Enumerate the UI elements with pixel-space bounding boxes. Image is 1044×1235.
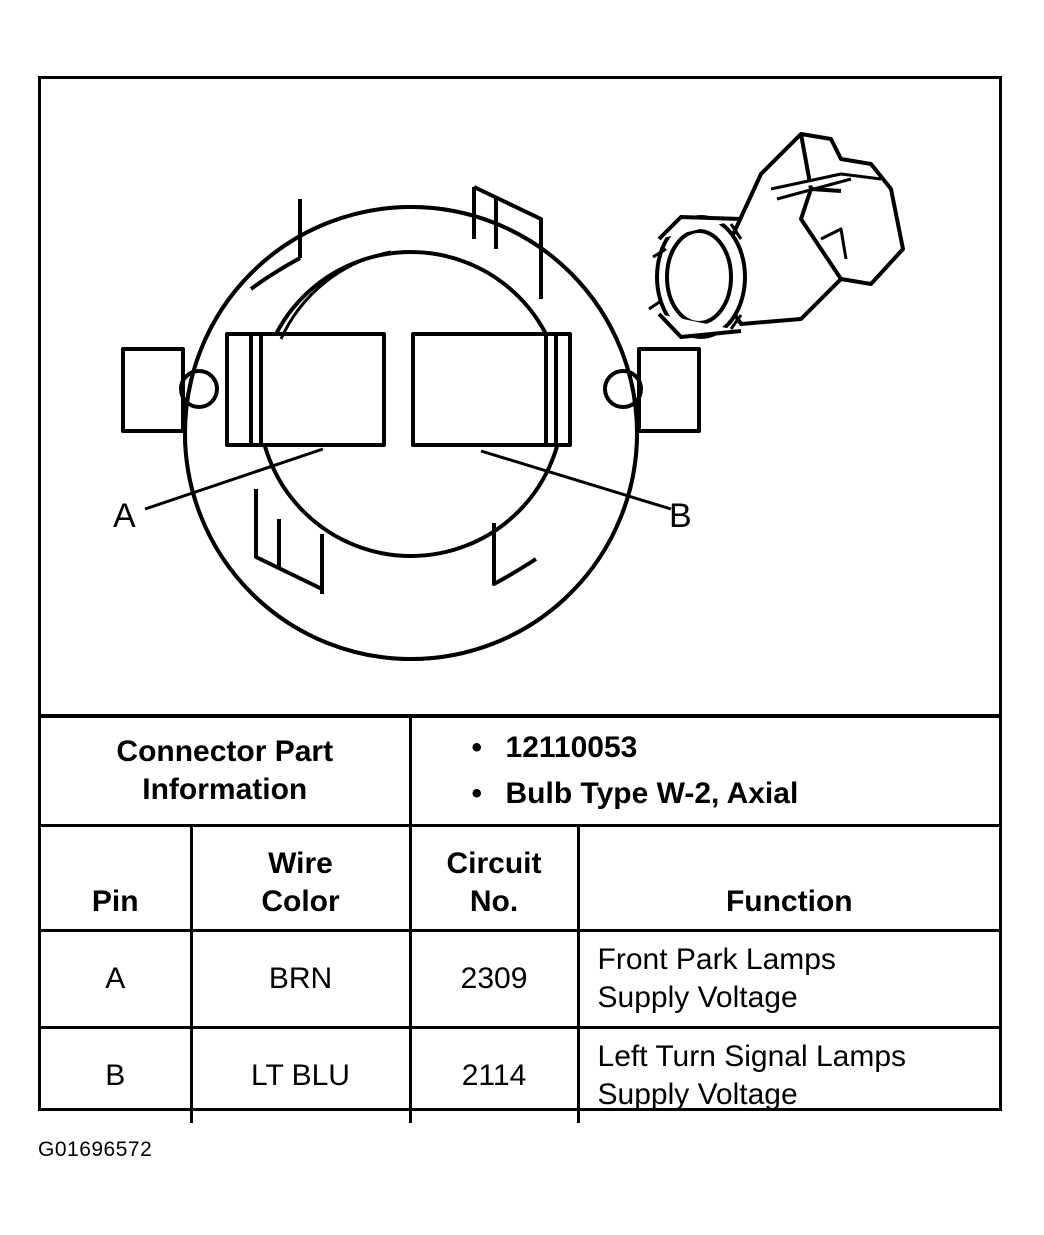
locating-hole-right <box>603 369 643 409</box>
part-info-item: •Bulb Type W-2, Axial <box>472 771 1000 817</box>
part-info-item: •12110053 <box>472 725 1000 771</box>
cell-circuit: 2309 <box>408 929 580 1029</box>
bullet-icon: • <box>471 777 483 810</box>
connector-pinout-table: Connector Part Information •12110053 •Bu… <box>41 714 1000 1123</box>
header-function: Function <box>576 824 1000 932</box>
pin-b-callout: B <box>669 497 692 535</box>
key-slot-top-left <box>249 199 302 291</box>
table-row: B LT BLU 2114 Left Turn Signal Lamps Sup… <box>41 1026 1000 1123</box>
cell-pin: A <box>41 929 193 1029</box>
key-slot-bottom-left <box>254 489 324 594</box>
header-circuit-no: Circuit No. <box>408 824 580 932</box>
table-header-row: Pin Wire Color Circuit No. Function <box>41 824 1000 932</box>
cell-pin: B <box>41 1026 193 1123</box>
cell-function: Left Turn Signal Lamps Supply Voltage <box>576 1026 1000 1123</box>
table-row: A BRN 2309 Front Park Lamps Supply Volta… <box>41 929 1000 1029</box>
pin-a-callout: A <box>113 497 136 535</box>
part-info-label-line2: Information <box>142 773 308 806</box>
part-info-label-line1: Connector Part <box>116 735 334 768</box>
leader-line-a <box>144 447 324 511</box>
terminal-blade-a <box>225 332 386 447</box>
part-info-label: Connector Part Information <box>41 714 412 827</box>
cell-function: Front Park Lamps Supply Voltage <box>576 929 1000 1029</box>
header-wire-color: Wire Color <box>189 824 412 932</box>
part-info-values: •12110053 •Bulb Type W-2, Axial <box>408 714 1000 827</box>
part-info-row: Connector Part Information •12110053 •Bu… <box>41 714 1000 827</box>
key-slot-bottom-right <box>492 523 538 586</box>
diagram-frame: A B Connector Part Information •12110053… <box>38 76 1002 1123</box>
locating-hole-left <box>179 369 219 409</box>
leader-line-b <box>480 449 672 511</box>
header-pin: Pin <box>41 824 193 932</box>
mounting-tab-right <box>637 347 701 433</box>
bullet-icon: • <box>471 731 483 764</box>
mounting-tab-left <box>121 347 185 433</box>
figure-id: G01696572 <box>38 1138 153 1161</box>
cell-circuit: 2114 <box>408 1026 580 1123</box>
connector-housing-illustration <box>648 132 905 339</box>
terminal-blade-b <box>411 332 572 447</box>
cell-wire-color: LT BLU <box>189 1026 412 1123</box>
key-slot-top-right <box>472 185 543 299</box>
cell-wire-color: BRN <box>189 929 412 1029</box>
connector-face-diagram <box>121 132 905 661</box>
